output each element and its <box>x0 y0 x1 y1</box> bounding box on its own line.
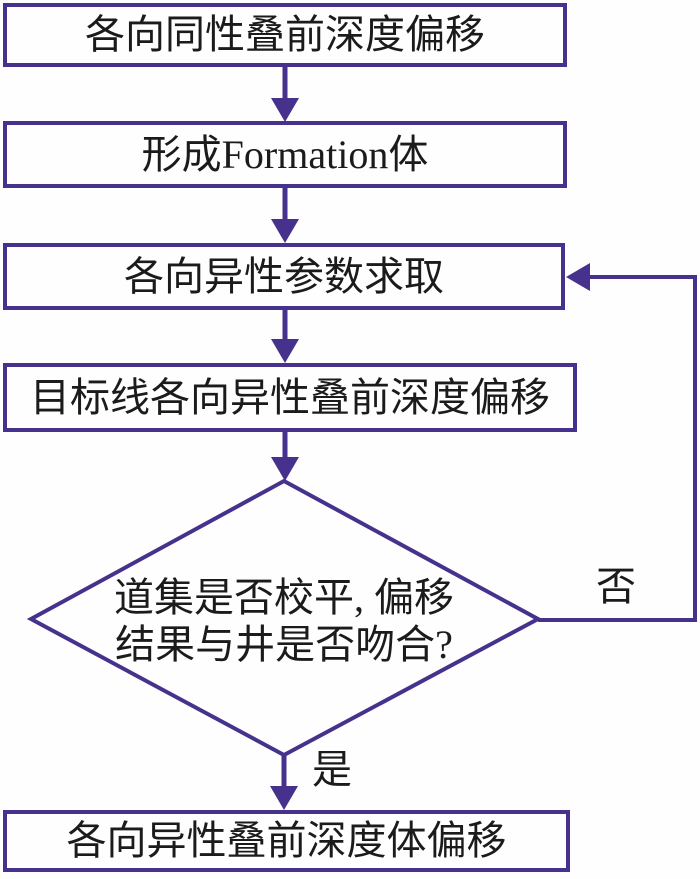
arrow-step4-to-decision <box>271 432 299 481</box>
edge-label-no: 否 <box>596 564 636 609</box>
edge-label-yes: 是 <box>312 747 352 792</box>
arrow-step3-to-step4 <box>271 310 299 363</box>
node-anisotropy-parameter-estimation: 各向异性参数求取 <box>3 243 565 310</box>
decision-question-text: 道集是否校平, 偏移 结果与井是否吻合? <box>59 574 509 668</box>
arrow-decision-to-step3-no-loop <box>538 263 697 622</box>
node-label: 各向异性参数求取 <box>124 253 444 299</box>
node-label: 目标线各向异性叠前深度偏移 <box>30 374 550 420</box>
arrow-step1-to-step2 <box>271 67 299 122</box>
node-form-formation-volume: 形成Formation体 <box>3 121 567 188</box>
arrow-decision-to-step5-yes <box>270 755 298 810</box>
node-target-line-anisotropic-psdm: 目标线各向异性叠前深度偏移 <box>3 363 577 432</box>
node-label: 各向同性叠前深度偏移 <box>85 12 485 57</box>
node-label: 形成Formation体 <box>141 131 429 177</box>
node-isotropic-prestack-depth-migration: 各向同性叠前深度偏移 <box>3 3 567 67</box>
decision-question-line1: 道集是否校平, 偏移 <box>114 575 454 620</box>
decision-question-line2: 结果与井是否吻合? <box>115 622 453 667</box>
node-label: 各向异性叠前深度体偏移 <box>66 818 507 863</box>
node-anisotropic-prestack-depth-volume-migration: 各向异性叠前深度体偏移 <box>3 810 570 872</box>
arrow-step2-to-step3 <box>271 188 299 243</box>
